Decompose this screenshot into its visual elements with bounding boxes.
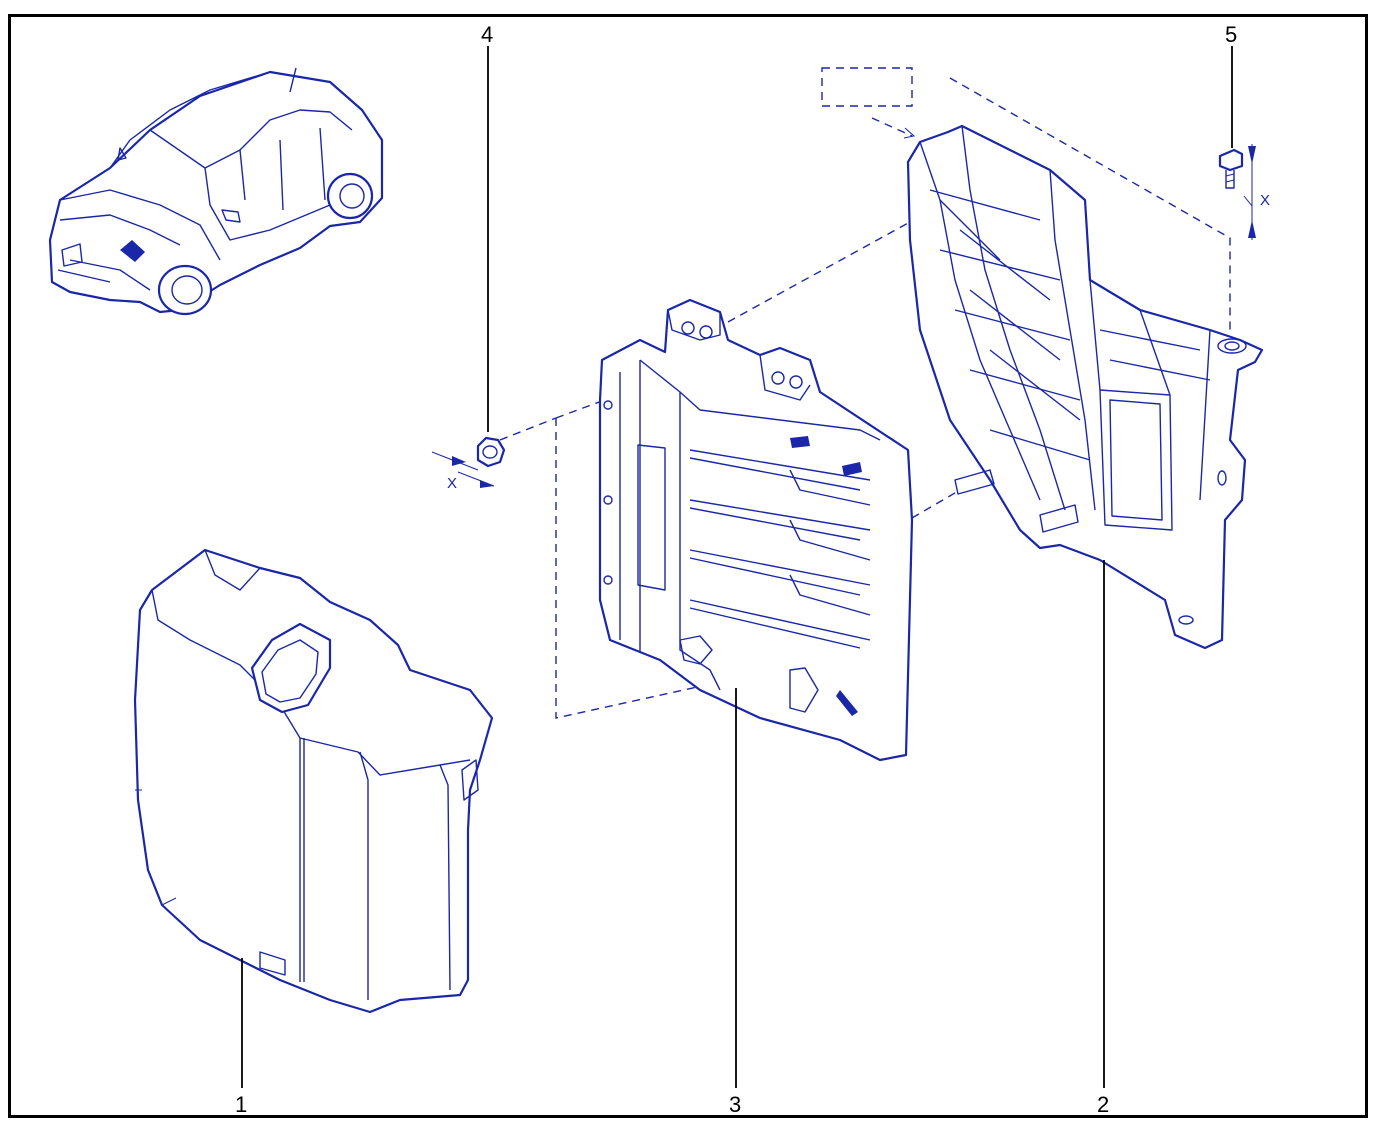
part-4-nut: X: [431, 417, 557, 492]
callout-5: 5: [1225, 22, 1237, 148]
callout-2: 2: [1097, 560, 1109, 1117]
callout-5-label: 5: [1225, 22, 1237, 47]
callout-2-label: 2: [1097, 1092, 1109, 1117]
nut-dimension-label: X: [447, 475, 457, 492]
callout-3: 3: [729, 688, 741, 1117]
vehicle-locator-car: [48, 67, 384, 316]
part-2-bracket: [821, 67, 1264, 650]
diagram-frame: [8, 14, 1368, 1118]
bolt-dimension-label: X: [1260, 192, 1270, 209]
callout-3-label: 3: [729, 1092, 741, 1117]
part-3-ecu: [555, 221, 961, 762]
part-5-bolt: X: [1218, 144, 1270, 240]
location-marker-icon: [120, 240, 145, 262]
part-1-cover: [133, 548, 494, 1014]
callout-1-label: 1: [235, 1092, 247, 1117]
callout-4: 4: [481, 22, 493, 432]
callout-4-label: 4: [481, 22, 493, 47]
callout-1: 1: [235, 958, 247, 1117]
